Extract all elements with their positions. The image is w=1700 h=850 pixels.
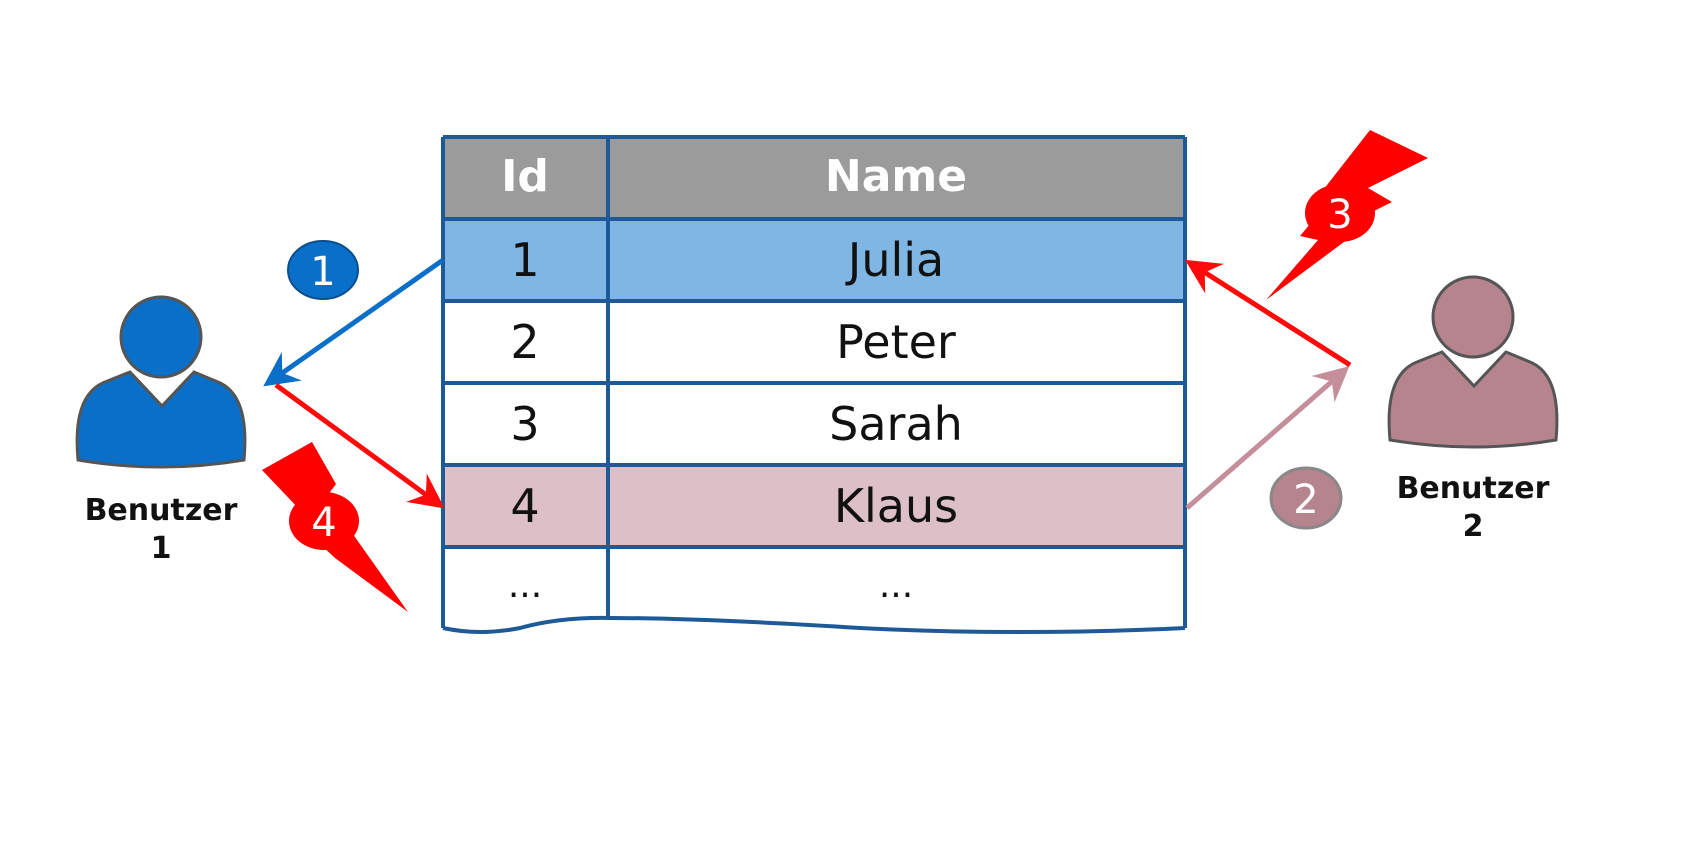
read-arrow-user2 [1185,366,1350,510]
write-arrow-user2 [1185,259,1352,368]
table-row [443,301,1185,383]
cell-id: ... [508,565,542,606]
user-icon [75,370,247,469]
step-number: 1 [310,249,335,295]
user-2-figure: Benutzer 2 [1387,275,1559,544]
user-2-label-line2: 2 [1463,509,1484,544]
cell-name: ... [879,565,913,606]
user-icon [1387,350,1559,449]
cell-name: Peter [836,315,956,369]
flow-arrows [263,257,1352,510]
step-number: 3 [1327,192,1352,238]
cell-id: 4 [510,479,539,533]
step-badge-1: 1 [287,240,359,300]
table-grid [441,135,1187,634]
user-1-figure: Benutzer 1 [75,295,247,566]
table-row [443,465,1185,547]
column-header-id: Id [501,151,549,202]
cell-id: 3 [510,397,539,451]
column-header-name: Name [825,151,967,202]
step-badge-2: 2 [1269,466,1343,530]
step-badge-4: 4 [289,492,359,550]
table-row [443,219,1185,301]
cell-name: Julia [845,233,944,287]
cell-id: 2 [510,315,539,369]
read-arrow-user1 [263,257,445,387]
user-head [1431,275,1515,359]
step-number: 2 [1293,477,1318,523]
write-arrow-user1 [274,382,445,509]
user-1-label-line2: 1 [151,531,172,566]
database-table: Id Name 1 Julia 2 Peter 3 Sarah 4 Klaus … [441,135,1187,634]
user-head [119,295,203,379]
step-badge-3: 3 [1305,184,1375,242]
table-row [443,383,1185,465]
user-2-label-line1: Benutzer [1397,471,1550,506]
user-1-label-line1: Benutzer [85,493,238,528]
step-number: 4 [311,500,336,546]
cell-name: Klaus [834,479,958,533]
table-row [443,547,1185,632]
table-header [443,137,1185,219]
cell-name: Sarah [829,397,963,451]
cell-id: 1 [510,233,539,287]
